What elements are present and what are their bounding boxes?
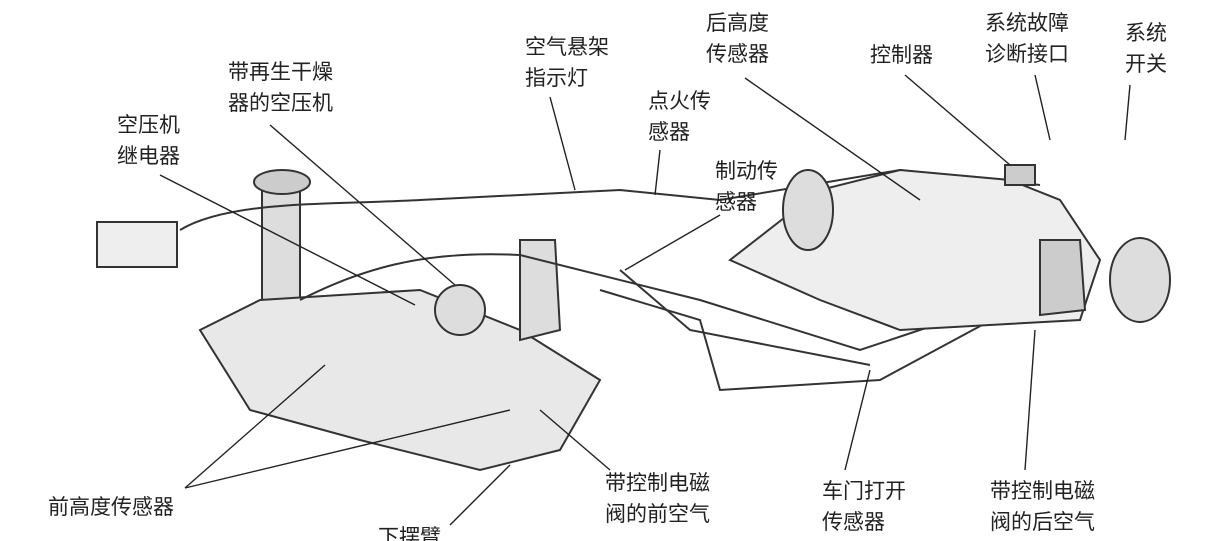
label-front-height-sensor: 前高度传感器 xyxy=(48,495,174,519)
label-rear-valve: 带控制电磁阀的后空气 xyxy=(990,479,1095,534)
diag-connector xyxy=(1004,164,1036,186)
battery-icon xyxy=(96,221,178,268)
rear-air-spring xyxy=(1039,239,1087,317)
front-subframe xyxy=(198,288,602,472)
label-indicator: 空气悬架指示灯 xyxy=(525,35,609,90)
label-ignition-sensor: 点火传感器 xyxy=(648,89,711,144)
label-compressor: 带再生干燥器的空压机 xyxy=(228,60,333,115)
label-system-switch: 系统开关 xyxy=(1125,21,1167,76)
front-air-spring xyxy=(519,239,562,342)
label-controller: 控制器 xyxy=(870,43,933,67)
compressor xyxy=(434,284,486,336)
label-front-valve: 带控制电磁阀的前空气 xyxy=(605,471,710,526)
label-lower-arm: 下摆臂 xyxy=(378,525,441,541)
label-rear-height-sensor: 后高度传感器 xyxy=(706,11,769,66)
leader-lines xyxy=(159,74,1131,526)
label-brake-sensor: 制动传感器 xyxy=(715,159,778,214)
front-strut xyxy=(261,179,301,301)
label-relay: 空压机继电器 xyxy=(117,113,180,168)
label-diag-port: 系统故障诊断接口 xyxy=(985,11,1069,66)
label-door-sensor: 车门打开传感器 xyxy=(822,479,906,534)
